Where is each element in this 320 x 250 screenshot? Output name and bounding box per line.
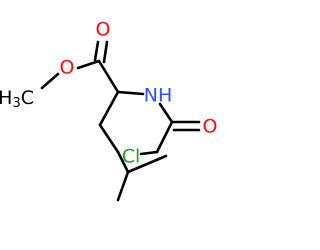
bond-amide-ch2 — [155, 120, 174, 154]
methyl-subscript: 3 — [12, 96, 20, 111]
bond-carbonyl-double-2 — [102, 40, 109, 64]
ester-oxygen-label: O — [60, 57, 75, 79]
bonds — [40, 40, 201, 202]
bond-alpha-sidechain — [98, 90, 120, 127]
bond-carbonyl-ester-oxygen — [76, 59, 101, 70]
bond-ch2-chlorine — [139, 150, 159, 156]
amide-oxygen-label: O — [203, 116, 218, 138]
bond-carbonyl-double-1 — [93, 40, 100, 62]
amide-nitrogen-label: NH — [144, 85, 173, 107]
bond-ester-oxygen-methyl — [40, 72, 60, 90]
atom-labels: O O H3C NH O Cl — [0, 19, 217, 168]
bond-sidechain-ch2 — [98, 123, 120, 154]
methyl-c: C — [21, 87, 34, 109]
bond-nitrogen-amide-carbon — [158, 102, 174, 124]
bond-carbonyl-alpha — [97, 59, 120, 94]
bond-alpha-nitrogen — [116, 90, 145, 96]
bond-isopropyl-methyl-right — [126, 154, 168, 174]
methyl-h: H — [0, 87, 12, 109]
chlorine-label: Cl — [122, 146, 141, 168]
carbonyl-oxygen-label: O — [96, 19, 111, 41]
methyl-label: H3C — [0, 87, 34, 111]
molecule-structure: O O H3C NH O Cl — [0, 19, 217, 202]
bond-ch2-isopropyl — [116, 150, 130, 174]
bond-isopropyl-methyl-down — [116, 170, 130, 202]
